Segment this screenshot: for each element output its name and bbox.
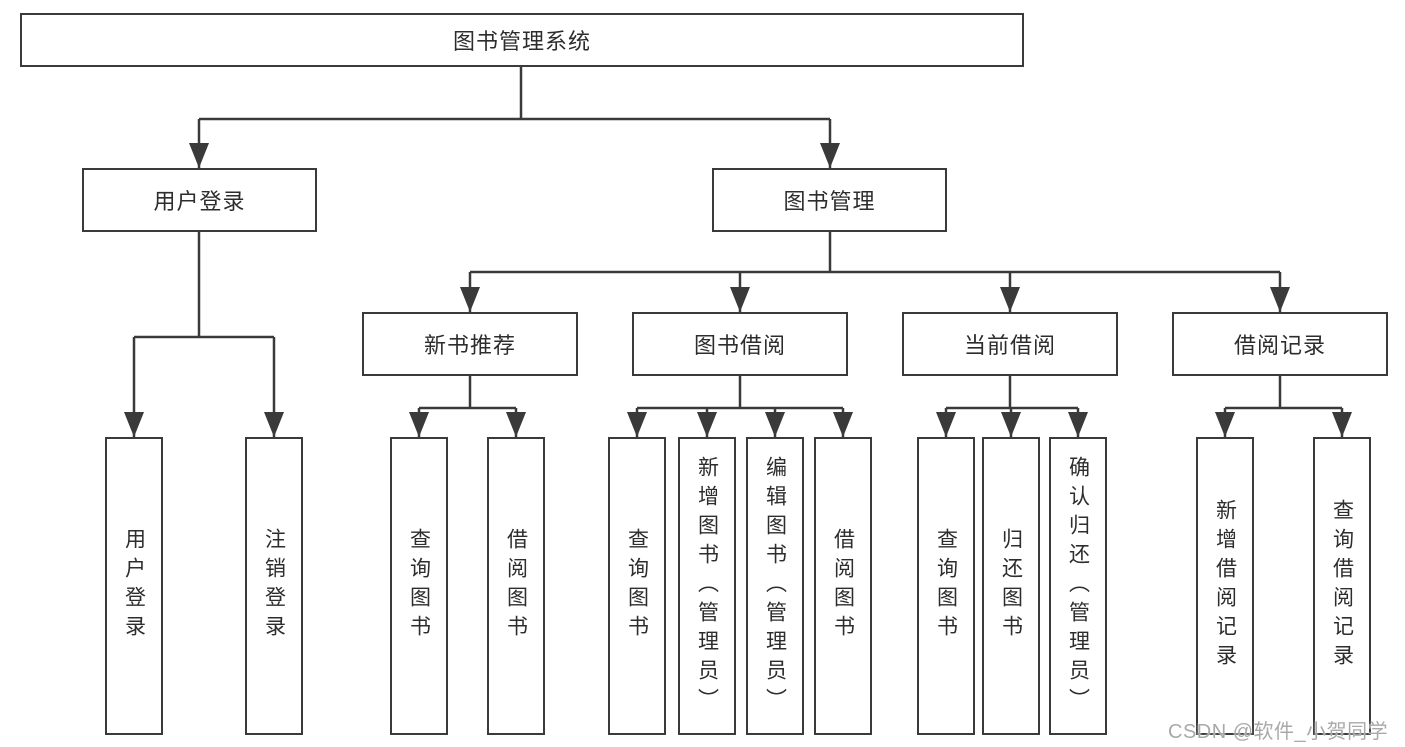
leaf-current-confirm-return: 确认归还（管理员） — [1049, 437, 1107, 735]
leaf-current-query-books: 查询图书 — [917, 437, 975, 735]
leaf-borrow-borrow-books: 借阅图书 — [814, 437, 872, 735]
connector-new-book-rec — [409, 376, 526, 437]
csdn-watermark: CSDN @软件_小贺同学 — [1168, 721, 1389, 743]
leaf-borrow-add-books: 新增图书（管理员） — [678, 437, 736, 735]
leaf-rec-borrow-books: 借阅图书 — [487, 437, 545, 735]
connector-book-mgmt — [460, 232, 1290, 312]
connector-borrow-records — [1215, 376, 1352, 437]
leaf-logout: 注销登录 — [245, 437, 303, 735]
connector-user-login — [124, 232, 284, 437]
node-user-login: 用户登录 — [82, 168, 317, 232]
node-new-book-rec: 新书推荐 — [362, 312, 578, 376]
node-root: 图书管理系统 — [20, 13, 1024, 67]
leaf-borrow-query-books: 查询图书 — [608, 437, 666, 735]
connector-root — [189, 67, 840, 168]
leaf-rec-query-books: 查询图书 — [390, 437, 448, 735]
node-book-borrow: 图书借阅 — [632, 312, 848, 376]
leaf-user-login: 用户登录 — [105, 437, 163, 735]
node-borrow-records: 借阅记录 — [1172, 312, 1388, 376]
connector-book-borrow — [627, 376, 853, 437]
leaf-records-add-record: 新增借阅记录 — [1196, 437, 1254, 735]
connector-current-borrow — [936, 376, 1088, 437]
node-current-borrow: 当前借阅 — [902, 312, 1118, 376]
leaf-records-query-record: 查询借阅记录 — [1313, 437, 1371, 735]
leaf-borrow-edit-books: 编辑图书（管理员） — [746, 437, 804, 735]
node-book-mgmt: 图书管理 — [712, 168, 947, 232]
leaf-current-return-books: 归还图书 — [982, 437, 1040, 735]
